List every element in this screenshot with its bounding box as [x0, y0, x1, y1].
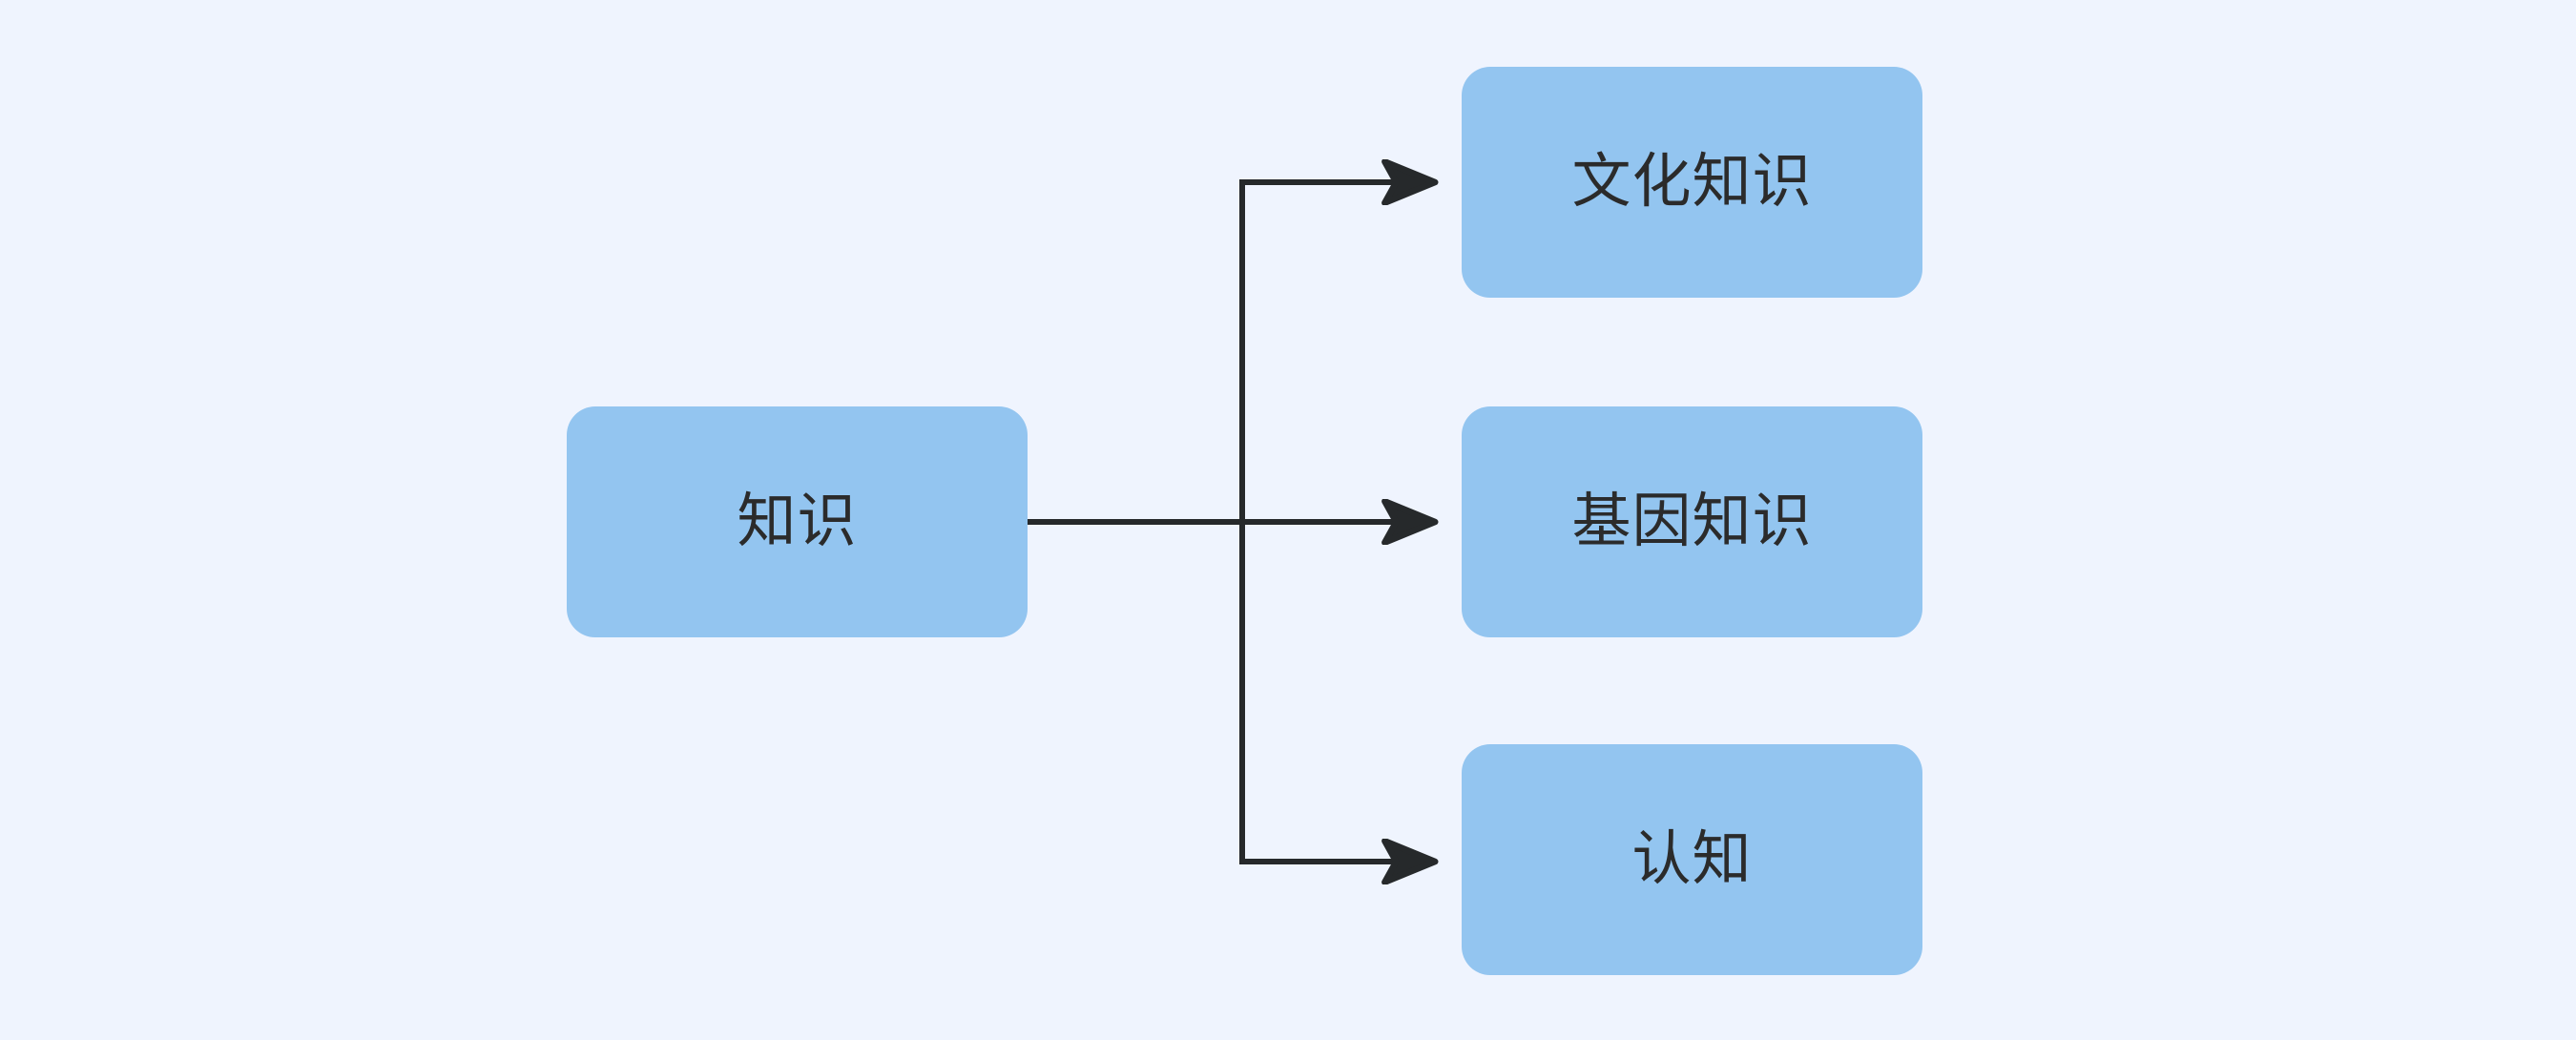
node-child-genetic-knowledge[interactable]: 基因知识 [1462, 406, 1922, 637]
node-label: 文化知识 [1571, 146, 1813, 216]
node-label: 认知 [1631, 823, 1753, 893]
node-label: 基因知识 [1571, 486, 1813, 555]
node-child-cultural-knowledge[interactable]: 文化知识 [1462, 67, 1922, 298]
node-label: 知识 [737, 486, 858, 555]
node-root-knowledge[interactable]: 知识 [567, 406, 1028, 637]
node-child-cognition[interactable]: 认知 [1462, 744, 1922, 975]
edge-trunk [1028, 179, 1245, 864]
